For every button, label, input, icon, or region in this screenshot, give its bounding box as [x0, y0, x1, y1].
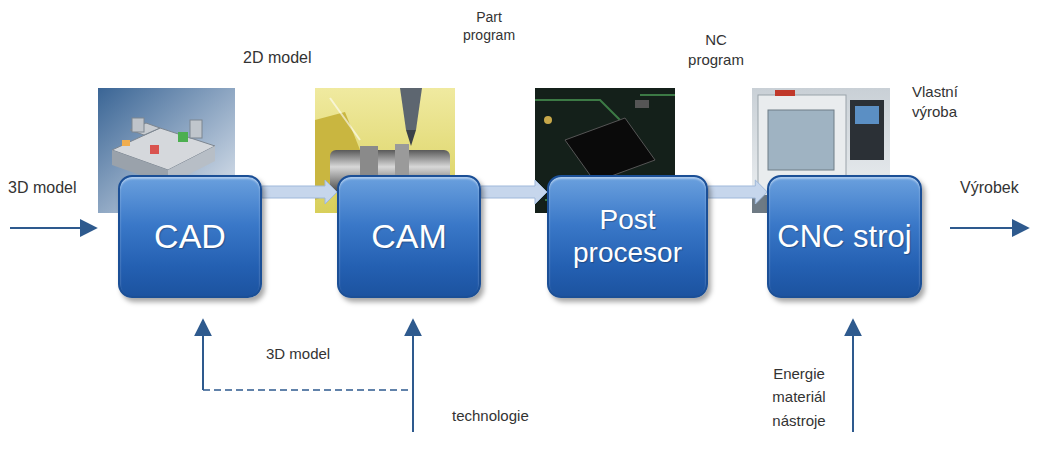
box-label: CNC stroj — [777, 219, 911, 255]
circuit-picture-part — [565, 118, 655, 182]
process-box: CAD — [118, 175, 262, 298]
flow-label: Part program — [452, 8, 526, 44]
flow-arrows-part — [852, 320, 854, 432]
flow-arrows-part — [412, 320, 414, 432]
cad-picture-part — [132, 118, 144, 132]
flow-label: Výrobek — [960, 178, 1035, 199]
flow-arrows-part — [203, 389, 413, 391]
cad-picture-part — [190, 120, 202, 138]
flow-arrow — [708, 180, 767, 204]
machine-picture-part — [768, 110, 834, 170]
flow-label: Energie materiál nástroje — [760, 362, 838, 432]
flow-arrow — [262, 180, 337, 204]
process-box: Post procesor — [547, 175, 708, 298]
circuit-picture-part — [544, 116, 552, 124]
cad-picture-part — [178, 132, 188, 142]
box-label: Post procesor — [549, 204, 706, 268]
cam-picture-part — [406, 130, 416, 146]
process-box: CAM — [337, 175, 481, 298]
flow-arrow — [481, 180, 547, 204]
machine-picture-part — [855, 106, 879, 124]
machine-picture-part — [775, 90, 795, 96]
flow-label: 3D model — [266, 344, 366, 364]
flow-label: Vlastní výroba — [912, 82, 988, 121]
flow-label: 3D model — [8, 178, 98, 199]
flow-label: NC program — [682, 30, 750, 69]
process-box: CNC stroj — [767, 175, 921, 298]
box-label: CAM — [371, 217, 447, 256]
flow-arrows-part — [950, 227, 1028, 229]
flow-arrows-part — [202, 320, 204, 390]
flow-label: 2D model — [243, 48, 338, 69]
circuit-picture-part — [635, 100, 649, 108]
machine-picture-part — [850, 100, 884, 160]
cam-picture-part — [400, 88, 422, 130]
flow-label: technologie — [452, 406, 562, 426]
flow-arrows-part — [10, 227, 96, 229]
box-label: CAD — [154, 217, 226, 256]
cam-picture-part — [330, 98, 360, 140]
cad-picture-part — [150, 145, 159, 154]
cad-picture-part — [122, 140, 130, 146]
